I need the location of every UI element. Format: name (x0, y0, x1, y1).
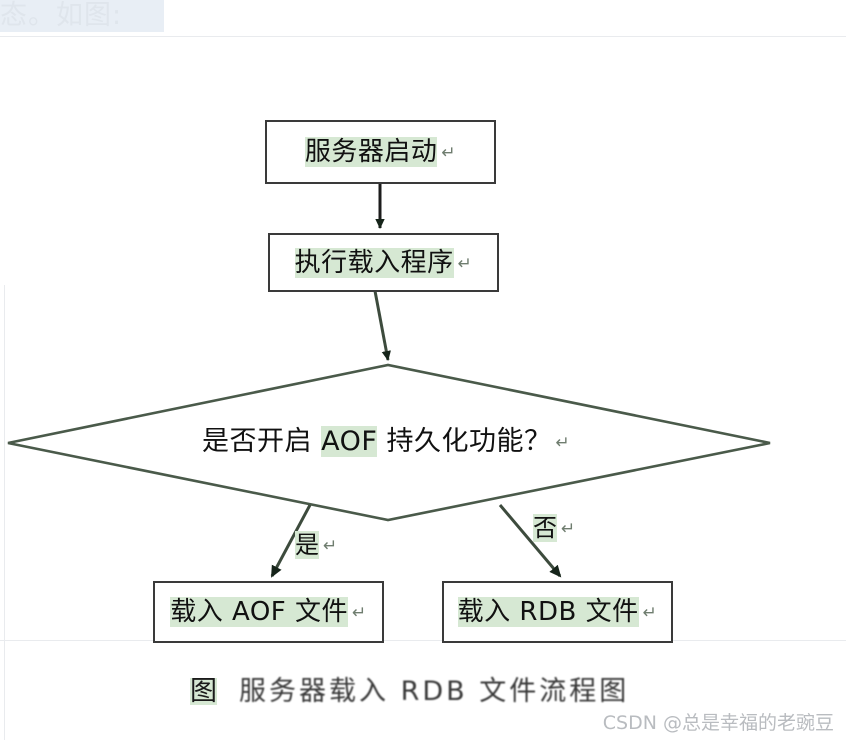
decision-text-part2: 持久化功能？ (377, 426, 552, 457)
node-load-aof-file: 载入 AOF 文件↵ (153, 581, 384, 643)
pilcrow-mark: ↵ (555, 433, 571, 453)
aof-text-highlight: AOF (232, 597, 287, 627)
node-aof-decision-label: 是否开启 AOF 持久化功能？↵ (202, 426, 571, 457)
aof-text-part2: 文件 (286, 597, 349, 627)
pilcrow-mark: ↵ (441, 143, 457, 163)
pilcrow-mark: ↵ (561, 519, 576, 539)
rdb-text-part2: 文件 (576, 597, 639, 627)
page-edge-bottom-rule (0, 640, 846, 641)
node-server-start-label: 服务器启动↵ (304, 137, 457, 167)
decision-text-part1: 是否开启 (202, 426, 322, 457)
figure-caption: 图 服务器载入 RDB 文件流程图 (190, 673, 629, 709)
pilcrow-mark: ↵ (352, 603, 367, 623)
pilcrow-mark: ↵ (323, 536, 338, 556)
document-top-text-fragment: 态。如图: (0, 0, 164, 32)
figure-caption-text: 服务器载入 RDB 文件流程图 (239, 675, 630, 707)
node-server-start: 服务器启动↵ (265, 120, 496, 184)
page-edge-left-rule (4, 285, 5, 740)
decision-text-highlight: AOF (321, 426, 378, 457)
node-load-rdb-file: 载入 RDB 文件↵ (442, 581, 673, 643)
node-run-loader: 执行载入程序↵ (268, 233, 499, 292)
aof-text-part1: 载入 (170, 597, 232, 627)
edge-label-no-text: 否 (533, 514, 557, 542)
figure-caption-tag: 图 (190, 675, 217, 707)
node-load-rdb-file-label: 载入 RDB 文件↵ (457, 597, 658, 627)
edge-label-yes: 是↵ (295, 531, 338, 559)
page-edge-top-rule (0, 36, 846, 37)
rdb-text-highlight: RDB (519, 597, 577, 627)
edge-label-yes-text: 是 (295, 531, 319, 559)
rdb-text-part1: 载入 (457, 597, 520, 627)
node-run-loader-label: 执行载入程序↵ (294, 247, 473, 278)
pilcrow-mark: ↵ (642, 603, 658, 623)
csdn-watermark: CSDN @总是幸福的老豌豆 (602, 712, 834, 734)
node-load-aof-file-label: 载入 AOF 文件↵ (170, 597, 367, 627)
edge-label-no: 否↵ (533, 514, 576, 542)
pilcrow-mark: ↵ (457, 253, 473, 274)
